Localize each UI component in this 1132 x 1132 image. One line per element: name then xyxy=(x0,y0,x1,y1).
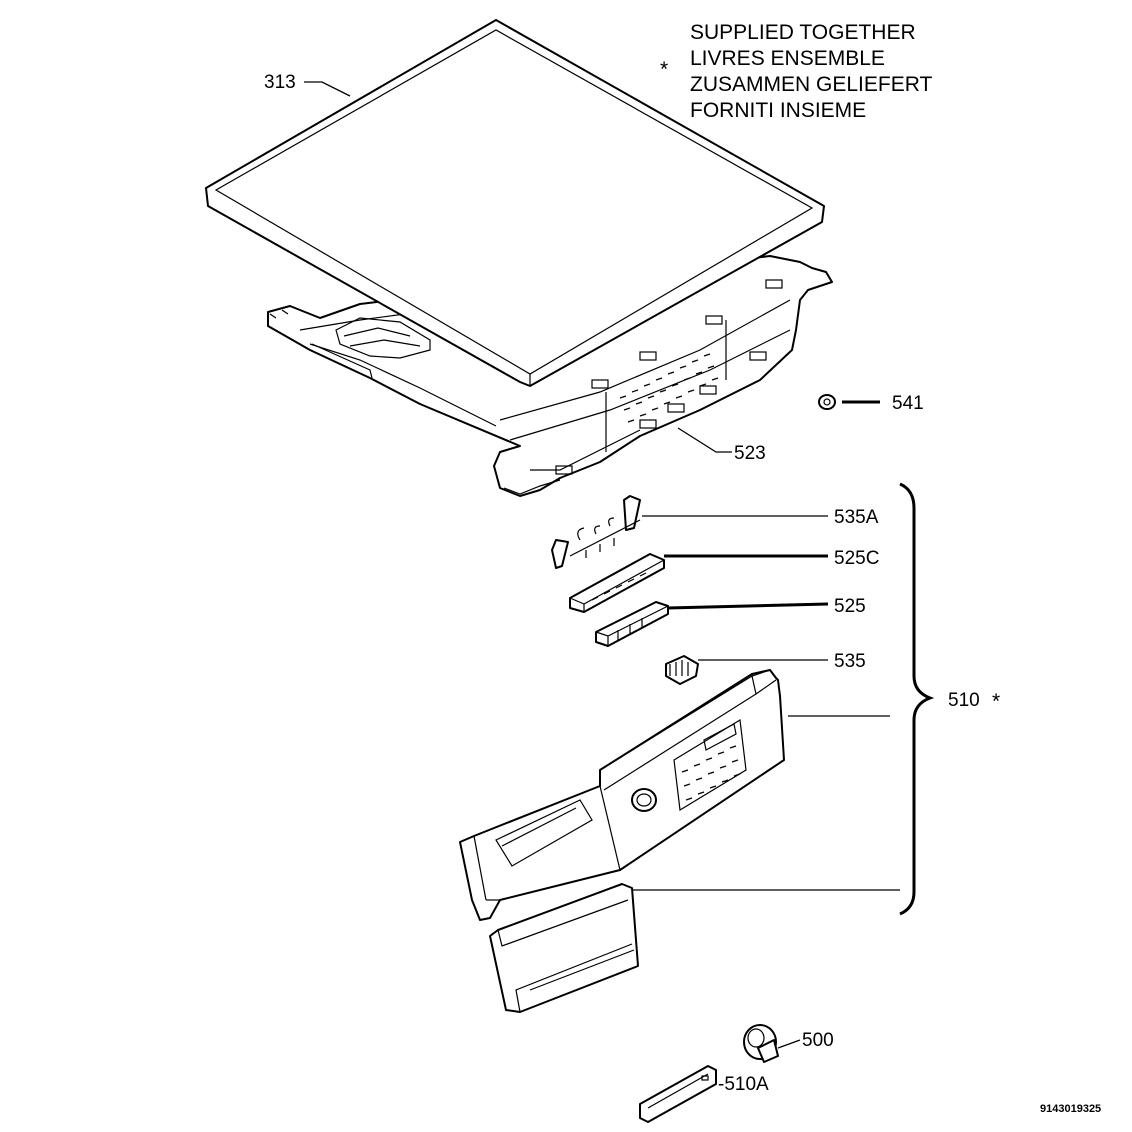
part-535-switch xyxy=(665,655,699,685)
callout-525: 525 xyxy=(834,596,866,617)
callout-510a: -510A xyxy=(718,1074,769,1095)
note-asterisk: * xyxy=(660,58,668,81)
callout-535: 535 xyxy=(834,651,866,672)
leader-313 xyxy=(304,81,351,97)
part-525c-switch-board xyxy=(569,553,665,613)
callout-541: 541 xyxy=(892,393,924,414)
drawing-code: 9143019325 xyxy=(1040,1103,1101,1115)
callout-523: 523 xyxy=(734,443,766,464)
note-line-3: ZUSAMMEN GELIEFERT xyxy=(690,73,932,96)
part-535a-contact-strip xyxy=(551,495,641,569)
note-line-2: LIVRES ENSEMBLE xyxy=(690,47,885,70)
callout-510: 510 xyxy=(948,690,980,711)
callout-313: 313 xyxy=(264,72,296,93)
callout-510-asterisk: * xyxy=(992,690,1000,713)
part-500-knob xyxy=(743,1024,779,1063)
leader-500 xyxy=(777,1039,801,1049)
leader-525 xyxy=(667,602,829,610)
callout-500: 500 xyxy=(802,1030,834,1051)
part-541-plug xyxy=(818,394,836,410)
brace-510 xyxy=(899,482,935,916)
note-line-4: FORNITI INSIEME xyxy=(690,99,866,122)
part-510a-badge-plate xyxy=(639,1065,717,1123)
part-510-control-panel xyxy=(459,669,785,921)
callout-525c: 525C xyxy=(834,548,879,569)
callout-535a: 535A xyxy=(834,507,879,528)
part-dispenser-drawer-front xyxy=(489,883,639,1013)
part-313-lid xyxy=(205,19,825,387)
note-line-1: SUPPLIED TOGETHER xyxy=(690,21,916,44)
part-525-button-bar xyxy=(595,601,669,647)
leader-523 xyxy=(677,427,732,453)
